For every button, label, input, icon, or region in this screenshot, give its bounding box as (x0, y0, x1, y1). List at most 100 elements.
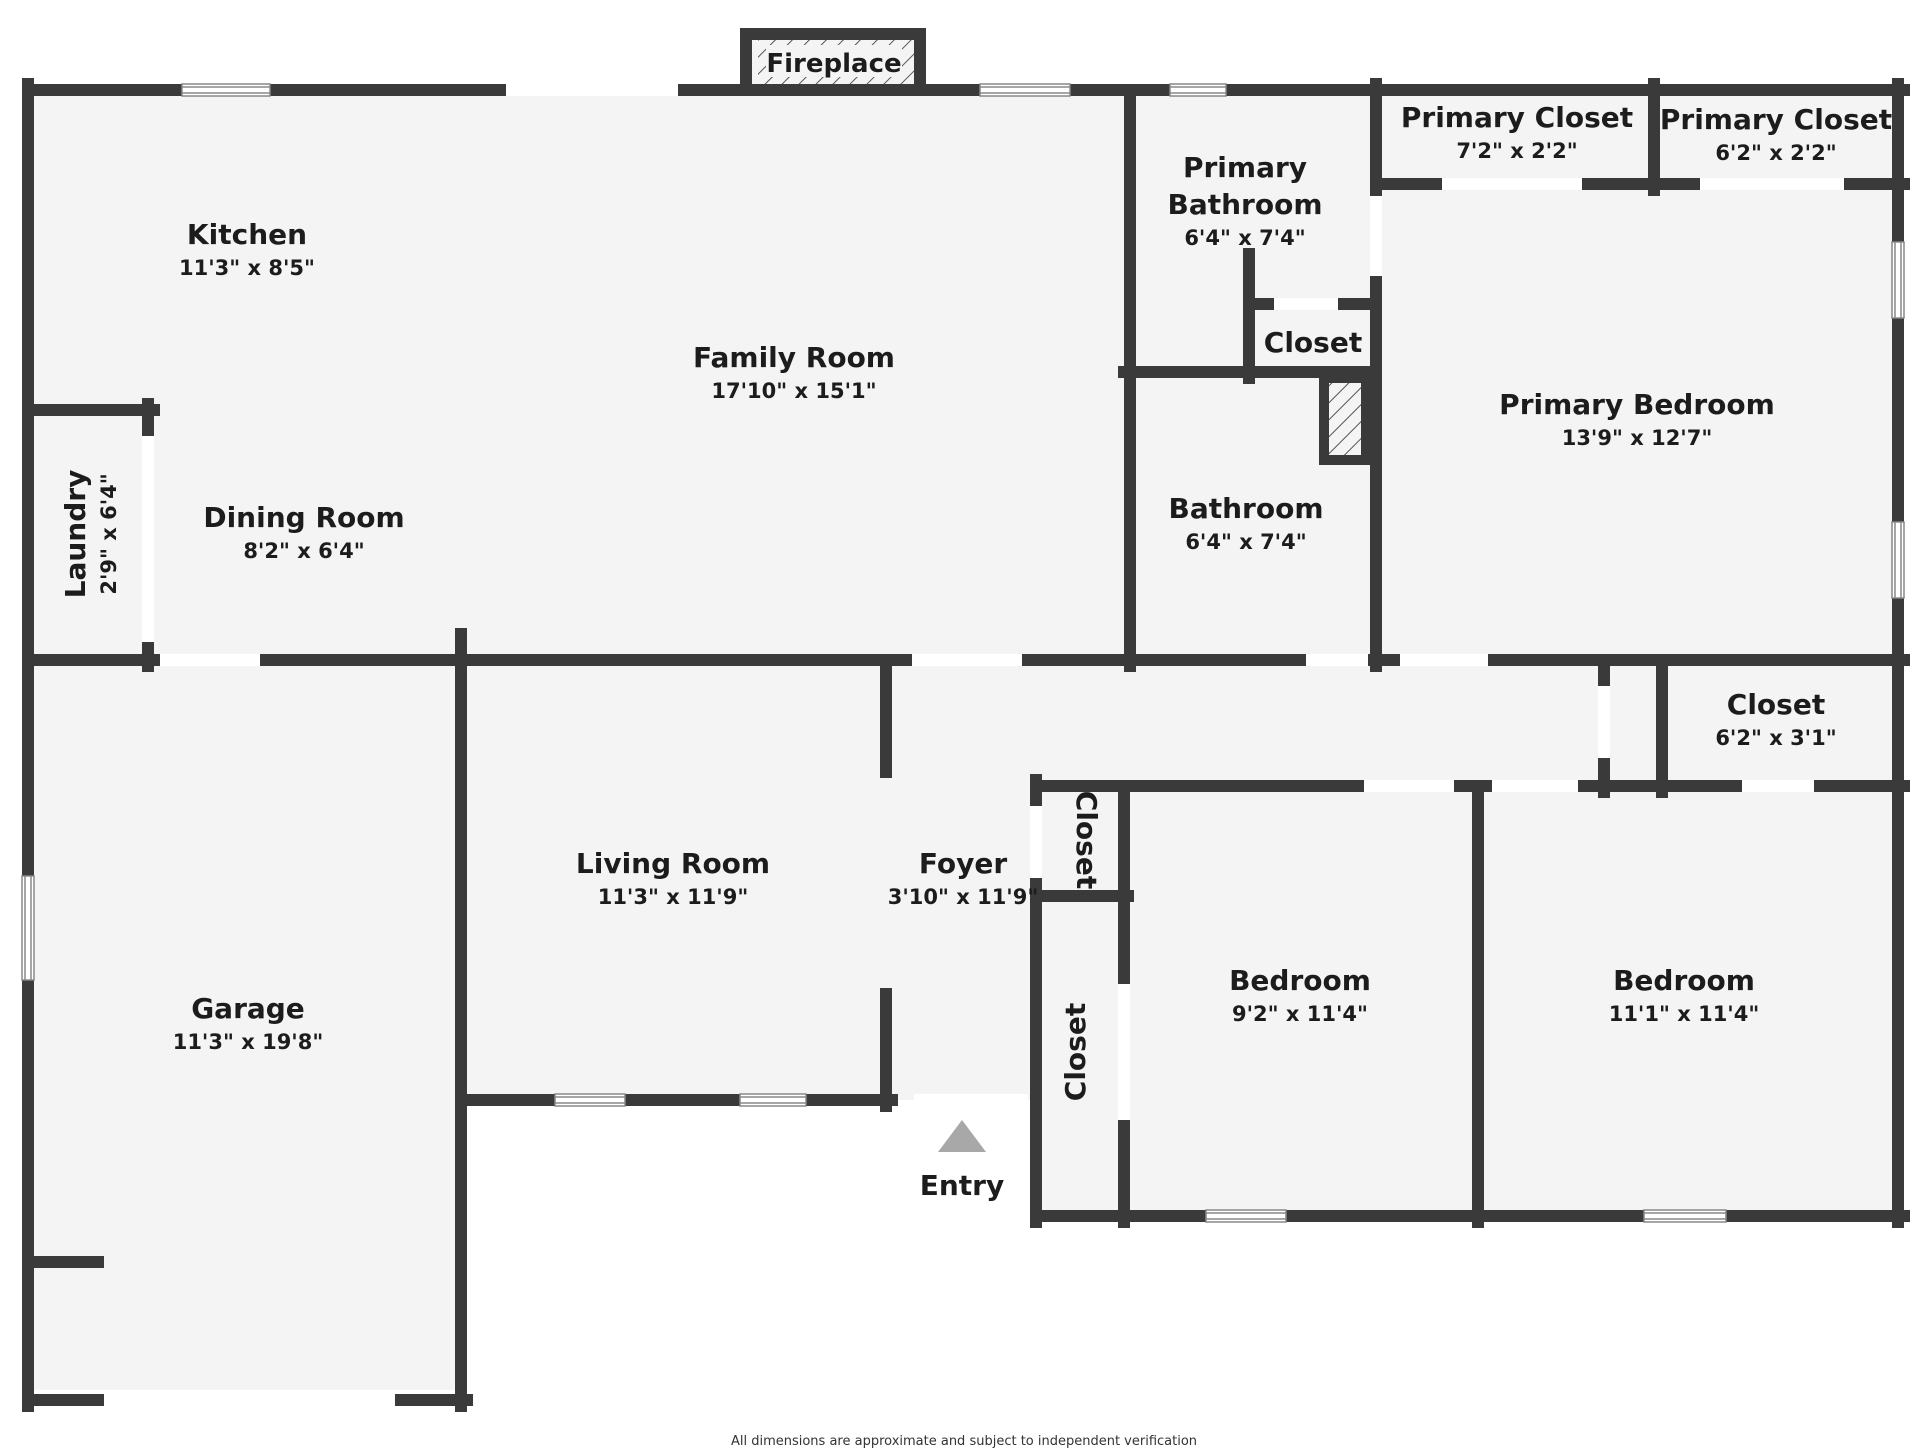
fireplace-label: Fireplace (766, 49, 901, 79)
room-dims: 9'2" x 11'4" (1232, 1002, 1368, 1026)
room-name: Primary Closet (1660, 103, 1892, 136)
window-frame (979, 83, 1071, 97)
room-primary-bedroom: Primary Bedroom 13'9" x 12'7" (1499, 388, 1775, 450)
room-name: Kitchen (187, 218, 307, 251)
room-kitchen: Kitchen 11'3" x 8'5" (179, 218, 315, 280)
door-opening (1306, 654, 1368, 666)
disclaimer: All dimensions are approximate and subje… (731, 1434, 1197, 1448)
door-opening (912, 654, 1022, 666)
openings (21, 83, 1905, 1406)
window (1644, 1210, 1726, 1222)
room-living-room: Living Room 11'3" x 11'9" (576, 847, 770, 909)
room-family-room: Family Room 17'10" x 15'1" (693, 341, 895, 403)
window-frame (1891, 521, 1905, 599)
room-laundry: Laundry 2'9" x 6'4" (59, 470, 121, 599)
room-dims: 2'9" x 6'4" (97, 473, 121, 594)
door-opening (1700, 178, 1844, 190)
room-closet-foyer-large: Closet (1059, 1003, 1092, 1101)
window-frame (1205, 1209, 1287, 1223)
window (182, 84, 270, 96)
entry-label: Entry (920, 1169, 1005, 1202)
door-opening (1118, 984, 1130, 1120)
room-name: Primary Bedroom (1499, 388, 1775, 421)
room-dims: 11'3" x 11'9" (598, 885, 749, 909)
window (1206, 1210, 1286, 1222)
door-opening (1400, 654, 1488, 666)
room-name: Garage (191, 992, 305, 1025)
window-frame (1169, 83, 1227, 97)
room-name: Living Room (576, 847, 770, 880)
door-opening (914, 1094, 1028, 1106)
door-opening (506, 84, 678, 96)
room-name-line1: Primary (1183, 151, 1307, 184)
door-opening (1364, 780, 1454, 792)
room-name: Family Room (693, 341, 895, 374)
room-name: Dining Room (203, 501, 404, 534)
room-garage: Garage 11'3" x 19'8" (173, 992, 324, 1054)
room-dims: 6'4" x 7'4" (1185, 530, 1306, 554)
window (555, 1094, 625, 1106)
room-name: Bathroom (1168, 492, 1323, 525)
room-name: Closet (1727, 688, 1825, 721)
room-name: Primary Closet (1401, 101, 1633, 134)
room-dims: 3'10" x 11'9" (888, 885, 1039, 909)
room-dims: 6'4" x 7'4" (1184, 226, 1305, 250)
floor-main-house (34, 90, 1894, 660)
window-frame (1891, 241, 1905, 319)
entry-arrow-icon (938, 1120, 986, 1152)
window (1892, 522, 1904, 598)
door-opening (160, 654, 260, 666)
window (740, 1094, 806, 1106)
room-dims: 7'2" x 2'2" (1456, 139, 1577, 163)
floor-garage-lower (34, 1100, 460, 1390)
room-dining-room: Dining Room 8'2" x 6'4" (203, 501, 404, 563)
room-primary-closet-2: Primary Closet 6'2" x 2'2" (1660, 103, 1892, 165)
window-frame (21, 875, 35, 981)
room-closet-bath: Closet (1264, 326, 1362, 359)
room-dims: 6'2" x 2'2" (1715, 141, 1836, 165)
window (22, 876, 34, 980)
room-dims: 6'2" x 3'1" (1715, 726, 1836, 750)
door-opening (1598, 686, 1610, 758)
door-opening (1492, 780, 1578, 792)
room-primary-bathroom: Primary Bathroom 6'4" x 7'4" (1167, 151, 1322, 250)
room-closet-foyer-small: Closet (1070, 791, 1103, 889)
door-opening (142, 436, 154, 642)
room-bedroom-1: Bedroom 9'2" x 11'4" (1229, 964, 1371, 1026)
window (980, 84, 1070, 96)
room-primary-closet-1: Primary Closet 7'2" x 2'2" (1401, 101, 1633, 163)
door-opening (1030, 806, 1042, 878)
room-dims: 11'3" x 8'5" (179, 256, 315, 280)
floor-bedrooms (1034, 660, 1894, 1210)
window (1170, 84, 1226, 96)
room-bathroom: Bathroom 6'4" x 7'4" (1168, 492, 1323, 554)
window-frame (554, 1093, 626, 1107)
door-opening (1274, 298, 1338, 310)
room-name-line2: Bathroom (1167, 188, 1322, 221)
fireplace-wall (740, 28, 926, 88)
room-name: Closet (1059, 1003, 1092, 1101)
room-name: Bedroom (1229, 964, 1371, 997)
fireplace: Fireplace (740, 28, 926, 88)
room-dims: 17'10" x 15'1" (711, 379, 876, 403)
room-dims: 8'2" x 6'4" (243, 539, 364, 563)
window-frame (181, 83, 271, 97)
floor-garage-living (34, 660, 1034, 1100)
window (1892, 242, 1904, 318)
door-opening (1442, 178, 1582, 190)
window-frame (739, 1093, 807, 1107)
door-opening (104, 1394, 395, 1406)
room-name: Laundry (59, 470, 92, 599)
room-dims: 13'9" x 12'7" (1562, 426, 1713, 450)
room-dims: 11'3" x 19'8" (173, 1030, 324, 1054)
room-bedroom-2: Bedroom 11'1" x 11'4" (1609, 964, 1760, 1026)
fireplace-label-bg (766, 45, 902, 77)
window-frame (1643, 1209, 1727, 1223)
room-foyer: Foyer 3'10" x 11'9" (888, 847, 1039, 909)
room-name: Closet (1264, 326, 1362, 359)
room-closet-hall: Closet 6'2" x 3'1" (1715, 688, 1836, 750)
room-dims: 11'1" x 11'4" (1609, 1002, 1760, 1026)
door-opening (1742, 780, 1814, 792)
door-opening (1370, 196, 1382, 276)
